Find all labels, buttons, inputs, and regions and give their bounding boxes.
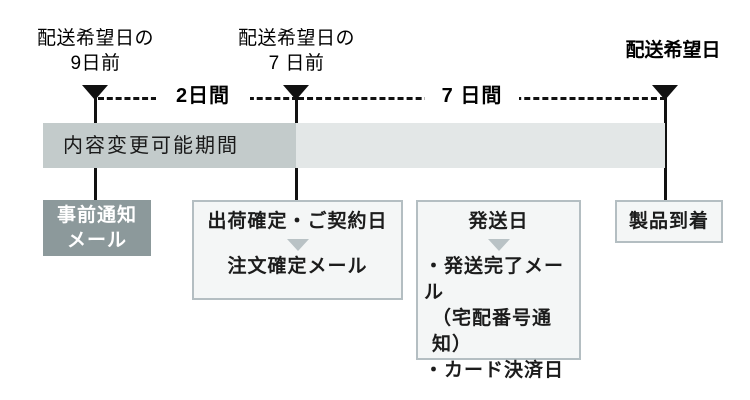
box-shipping-confirm-item-0: 注文確定メール [227, 256, 368, 277]
down-arrow-icon [286, 239, 309, 251]
band-change-period-light [296, 123, 665, 168]
box-shipping-confirm[interactable]: 出荷確定・ご契約日 注文確定メール [192, 200, 403, 300]
down-arrow-icon [487, 239, 510, 251]
band-change-period-dark [43, 123, 296, 168]
box-dispatch-date-item-2: ・カード決済日 [424, 360, 565, 381]
duration-7days: 7 日間 [425, 85, 519, 107]
box-dispatch-date-item-0: ・発送完了メール [424, 256, 565, 303]
band-change-period-label: 内容変更可能期間 [63, 135, 239, 157]
box-product-arrival-title: 製品到着 [628, 211, 709, 232]
box-shipping-confirm-title: 出荷確定・ご契約日 [207, 211, 388, 232]
label-lead-7days: 配送希望日の 7 日前 [237, 28, 355, 74]
marker-stem [663, 91, 667, 209]
box-dispatch-date[interactable]: 発送日 ・発送完了メール （宅配番号通知） ・カード決済日 [416, 200, 581, 381]
label-lead-9days: 配送希望日の 9日前 [36, 28, 154, 74]
box-dispatch-date-title: 発送日 [468, 211, 529, 232]
box-advance-notice[interactable]: 事前通知 メール [43, 200, 151, 256]
box-dispatch-date-item-1: （宅配番号通知） [432, 308, 553, 355]
box-advance-notice-title: 事前通知 メール [56, 205, 137, 251]
duration-2days: 2日間 [156, 85, 250, 107]
label-desired-date: 配送希望日 [625, 40, 721, 61]
box-product-arrival[interactable]: 製品到着 [615, 200, 723, 243]
